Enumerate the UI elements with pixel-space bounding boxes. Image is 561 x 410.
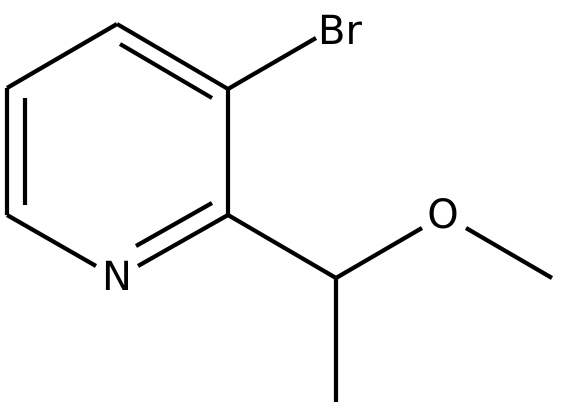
atom-label-oxygen: O bbox=[427, 192, 458, 238]
bond-c1-n bbox=[5, 213, 98, 268]
atom-label-nitrogen: N bbox=[102, 254, 132, 300]
bond-c3-br bbox=[226, 36, 318, 91]
bond-c5-c6 bbox=[5, 22, 119, 90]
bond-ch-o bbox=[334, 226, 424, 280]
bond-n-c2-inner bbox=[134, 201, 214, 248]
bond-c4-c5 bbox=[115, 22, 230, 91]
bond-c4-c5-inner bbox=[118, 42, 214, 100]
bond-c2-ch bbox=[226, 213, 338, 280]
atom-label-bromine: Br bbox=[318, 8, 362, 54]
bond-n-c2 bbox=[136, 213, 230, 268]
bond-o-ch3 bbox=[464, 226, 554, 280]
